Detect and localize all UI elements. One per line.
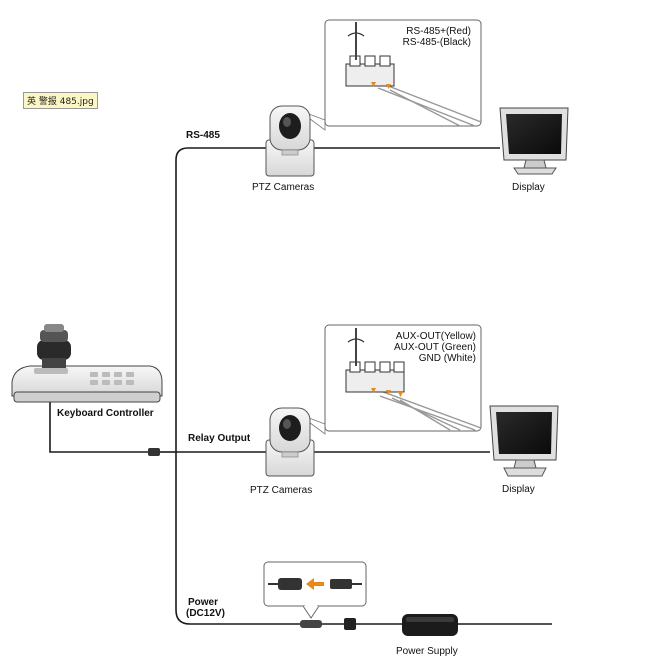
- display-top-icon: [499, 107, 569, 175]
- power-supply-label: Power Supply: [396, 646, 458, 657]
- ptz-camera-bottom-icon: [265, 407, 315, 477]
- aux-callout: [297, 324, 482, 435]
- wire-label-gnd-white: GND (White): [418, 353, 476, 364]
- rs485-label: RS-485: [186, 130, 220, 141]
- keyboard-cable: [49, 398, 148, 453]
- keyboard-controller-icon: [11, 324, 163, 403]
- ptz-cameras-top-label: PTZ Cameras: [252, 182, 315, 193]
- keyboard-controller-label: Keyboard Controller: [57, 408, 154, 419]
- power-voltage-label: (DC12V): [186, 608, 225, 619]
- aux-wire-list: AUX-OUT(Yellow) AUX-OUT (Green) GND (Whi…: [394, 331, 476, 364]
- rs485-callout: [297, 19, 482, 131]
- wire-label-aux-green: AUX-OUT (Green): [393, 342, 476, 353]
- trunk-wiring: [49, 147, 552, 625]
- wire-label-rs485-plus: RS-485+(Red): [406, 26, 471, 37]
- wire-label-aux-yellow: AUX-OUT(Yellow): [395, 331, 476, 342]
- rs485-wire-list: RS-485+(Red) RS-485-(Black): [403, 26, 471, 48]
- ptz-camera-top-icon: [265, 105, 315, 177]
- power-callout: [263, 561, 367, 619]
- keyboard-plug-connector: [148, 448, 160, 456]
- dc-female-plug-icon: [278, 578, 302, 590]
- display-top-label: Display: [512, 182, 545, 193]
- terminal-block-rs485: [345, 22, 395, 89]
- dc-jack-connector: [300, 620, 322, 628]
- wire-label-rs485-minus: RS-485-(Black): [402, 37, 471, 48]
- power-line: [175, 609, 300, 625]
- power-label: Power: [188, 597, 219, 608]
- inline-connectors: [148, 448, 356, 630]
- file-name-tag: 英 警报 485.jpg: [23, 92, 98, 109]
- dc-male-plug-icon: [330, 579, 352, 589]
- orange-arrow-icon: [306, 578, 324, 590]
- display-bottom-icon: [489, 405, 559, 477]
- rs485-line: [175, 147, 268, 610]
- relay-output-label: Relay Output: [188, 433, 251, 444]
- ptz-cameras-bottom-label: PTZ Cameras: [250, 485, 313, 496]
- power-supply-icon: [402, 614, 458, 636]
- ferrite-connector: [344, 618, 356, 630]
- display-bottom-label: Display: [502, 484, 535, 495]
- terminal-block-aux: [345, 328, 405, 397]
